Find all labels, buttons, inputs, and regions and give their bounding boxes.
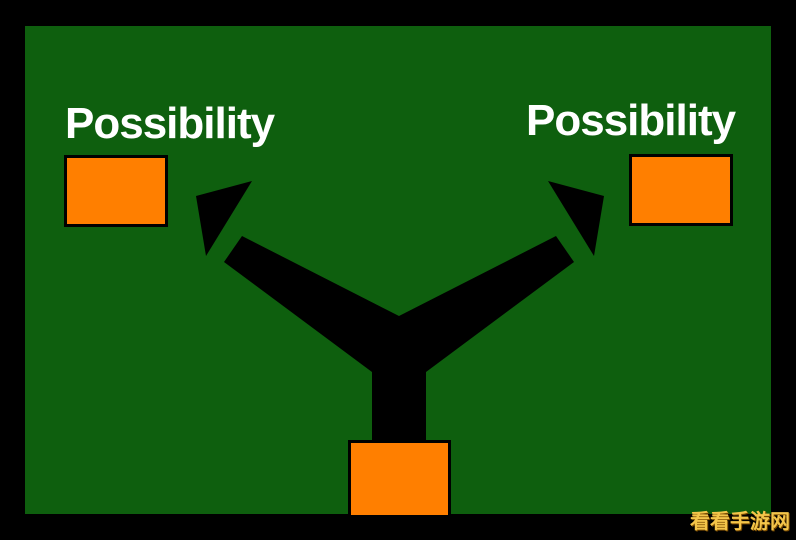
origin-box [348, 440, 451, 518]
left-arrowhead [196, 181, 252, 256]
left-outcome-box [64, 155, 168, 227]
right-possibility-label: Possibility [526, 96, 736, 145]
left-possibility-label: Possibility [65, 99, 275, 148]
right-arm [372, 236, 574, 372]
watermark-logo: 看看手游网 [690, 509, 790, 533]
left-arm [224, 236, 426, 372]
right-arrowhead [548, 181, 604, 256]
right-outcome-box [629, 154, 733, 226]
